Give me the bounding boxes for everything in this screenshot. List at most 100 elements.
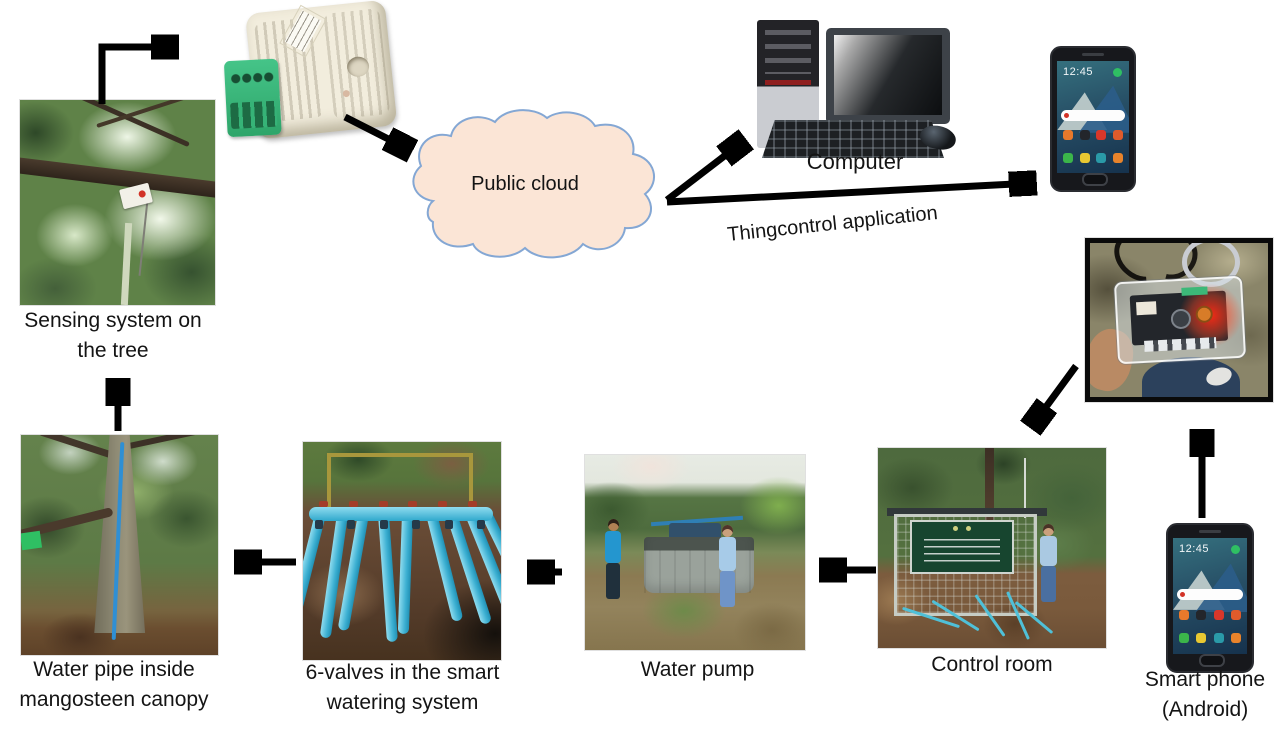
photo-six-valves	[303, 442, 501, 660]
app-icon	[1079, 152, 1090, 163]
app-icon	[1196, 609, 1207, 620]
board-connectors	[1144, 337, 1217, 352]
sign-emblem	[953, 526, 959, 531]
valve-handle	[408, 500, 418, 507]
phone-speaker	[1082, 53, 1104, 56]
board-terminal	[1181, 286, 1208, 296]
app-icons-row	[1062, 130, 1124, 141]
smartphone-label: Smart phone (Android)	[1125, 665, 1280, 725]
tree-trunk	[121, 222, 133, 305]
valve-handle	[348, 500, 358, 507]
phone-screen: 12:45	[1173, 538, 1247, 654]
smartphone-label-line1: Smart phone	[1144, 668, 1266, 691]
clock-widget: 12:45	[1179, 543, 1210, 555]
person-head	[722, 525, 734, 538]
water-pipe-label-line1: Water pipe inside	[33, 658, 195, 681]
home-button	[1082, 173, 1108, 186]
photo-water-pump	[585, 455, 805, 650]
green-tag	[21, 530, 43, 551]
app-icon	[1196, 633, 1207, 644]
google-logo-icon	[1180, 592, 1186, 598]
arrow-board-to-controlroom	[1032, 363, 1079, 426]
tree-branch	[60, 100, 191, 148]
app-icon	[1113, 152, 1124, 163]
google-logo-icon	[1064, 113, 1070, 119]
person-figure	[604, 519, 622, 607]
control-room-label: Control room	[931, 653, 1053, 676]
sign-emblems	[953, 526, 972, 531]
photo-water-pipe-canopy	[21, 435, 218, 655]
phone-screen: 12:45	[1057, 61, 1129, 173]
public-cloud-shape	[403, 106, 669, 268]
app-icons-row	[1062, 152, 1124, 163]
circuit-board	[1129, 281, 1245, 352]
app-icon	[1213, 609, 1224, 620]
app-icon	[1213, 633, 1224, 644]
antenna-pole	[1023, 458, 1026, 518]
thingcontrol-label: Thingcontrol application	[726, 202, 939, 246]
arrow-cloud-to-computer	[664, 141, 744, 203]
person-head	[607, 519, 619, 532]
water-pipe-label: Water pipe inside mangosteen canopy	[5, 655, 223, 715]
person-head	[1042, 524, 1054, 536]
water-pipe	[378, 513, 399, 643]
sensor-module	[217, 0, 399, 156]
phone-speaker	[1199, 530, 1221, 533]
person-torso	[604, 531, 621, 564]
valve-handle	[468, 500, 478, 507]
valve-fitting	[477, 520, 486, 530]
computer-illustration	[750, 14, 960, 164]
terminal-block	[223, 58, 282, 138]
sensor-on-tree	[119, 182, 154, 210]
search-bar	[1177, 589, 1243, 601]
person-torso	[1039, 536, 1057, 566]
app-icon	[1231, 609, 1242, 620]
app-icon	[1096, 130, 1107, 141]
water-pipe-label-line2: mangosteen canopy	[19, 687, 209, 711]
app-icon	[1178, 609, 1189, 620]
cage-roof	[887, 508, 1047, 516]
app-icon	[1231, 633, 1242, 644]
controller-case	[1113, 275, 1247, 365]
sensing-label: Sensing system on the tree	[8, 306, 218, 366]
photo-sensing-system	[20, 100, 215, 305]
person-torso	[719, 537, 737, 572]
valve-fittings	[314, 520, 486, 530]
weather-icon	[1113, 68, 1122, 77]
app-icon	[1113, 130, 1124, 141]
sign-emblem	[966, 526, 972, 531]
valve-fitting	[412, 520, 421, 530]
app-icons-row	[1178, 633, 1242, 644]
valves-label-line2: watering system	[326, 690, 479, 714]
valve-frame	[326, 452, 474, 514]
weather-icon	[1231, 545, 1240, 554]
valve-handle	[438, 500, 448, 507]
green-sign	[909, 520, 1015, 574]
smartphone-top: 12:45	[1050, 46, 1136, 192]
app-icon	[1062, 152, 1073, 163]
home-button	[1199, 654, 1225, 667]
app-icon	[1062, 130, 1073, 141]
water-pipe	[397, 513, 413, 635]
sensing-label-line2: the tree	[77, 338, 149, 362]
clock-widget: 12:45	[1063, 66, 1094, 78]
arrow-cloud-to-phone	[666, 183, 1034, 206]
monitor-screen	[834, 35, 942, 115]
valve-fitting	[314, 520, 323, 530]
app-icon	[1079, 130, 1090, 141]
valves-label-line1: 6-valves in the smart	[305, 661, 500, 684]
app-icon	[1096, 152, 1107, 163]
valve-handles	[318, 500, 478, 508]
sensor-led	[138, 189, 147, 199]
concrete-well	[644, 536, 755, 594]
monitor	[826, 28, 950, 124]
pump-head	[668, 523, 722, 541]
keyboard	[762, 120, 944, 158]
valve-fitting	[444, 520, 453, 530]
person-legs	[720, 571, 736, 608]
person-figure	[719, 525, 737, 617]
valve-fitting	[379, 520, 388, 530]
computer-label: Computer	[806, 149, 904, 174]
photo-control-room	[878, 448, 1106, 648]
person-legs	[1040, 566, 1056, 602]
